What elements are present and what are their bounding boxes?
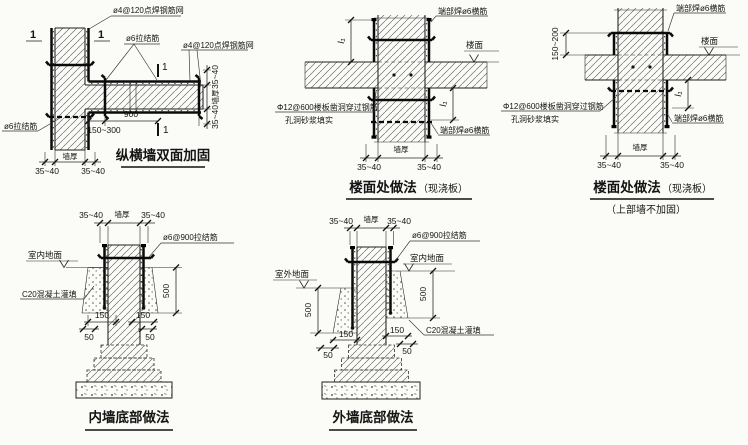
label-end-weld-bar: 端部焊ø6横筋 bbox=[438, 6, 487, 16]
title-floor-noupper: 楼面处做法 bbox=[593, 179, 661, 195]
dim-wall-thickness: 墙厚 bbox=[633, 142, 648, 152]
exterior-base-500-dims: 500 500 bbox=[303, 267, 440, 337]
interior-base-500-dim: 500 bbox=[152, 263, 182, 317]
dim-35-40: 35~40 bbox=[210, 105, 220, 129]
dim-150-200: 150~200 bbox=[550, 27, 560, 61]
dim-35-40: 35~40 bbox=[357, 162, 381, 172]
interior-base-top-dims: 35~40 墙厚 35~40 bbox=[79, 209, 165, 245]
dim-35-40: 35~40 bbox=[329, 216, 353, 226]
dim-35-40: 35~40 bbox=[79, 210, 103, 220]
dim-500: 500 bbox=[161, 284, 171, 298]
title-floor-noupper-paren: （现浇板） bbox=[662, 182, 712, 195]
section-mark-1: 1 bbox=[163, 125, 169, 136]
dim-35-40: 35~40 bbox=[35, 166, 59, 176]
dim-50: 50 bbox=[145, 332, 155, 342]
level-symbol-icon bbox=[704, 47, 714, 56]
label-indoor-ground: 室内地面 bbox=[410, 253, 445, 263]
label-tie-bar: ø6拉结筋 bbox=[4, 121, 37, 131]
dim-50: 50 bbox=[402, 346, 412, 356]
section-mark-1: 1 bbox=[162, 62, 168, 73]
dim-50: 50 bbox=[84, 332, 94, 342]
label-tie-bar: ø6拉结筋 bbox=[126, 33, 159, 43]
label-tie-900: ø6@900拉结筋 bbox=[412, 230, 467, 240]
dim-wall-thickness: 墙厚 bbox=[210, 89, 220, 104]
subtitle-floor-noupper: （上部墙不加固） bbox=[606, 203, 686, 216]
title-floor-cast-paren: （现浇板） bbox=[418, 182, 468, 195]
dim-35-40: 35~40 bbox=[660, 160, 684, 170]
label-end-weld-bar: 端部焊ø6横筋 bbox=[440, 125, 489, 135]
plan-dimensions: 900 150~300 35~40 墙厚 35~40 墙厚 35~40 35~4… bbox=[35, 65, 220, 176]
dim-500: 500 bbox=[418, 287, 428, 301]
section-mark-1: 1 bbox=[30, 29, 36, 41]
section-mark-1: 1 bbox=[98, 29, 104, 41]
label-floor-level: 楼面 bbox=[701, 36, 719, 46]
label-end-weld-bar: 端部焊ø6横筋 bbox=[676, 3, 725, 13]
label-welded-mesh: ø4@120点焊钢筋网 bbox=[113, 5, 184, 15]
dim-wall-thickness: 墙厚 bbox=[364, 214, 379, 224]
dim-l1: l₁ bbox=[336, 38, 347, 43]
label-c20-fill: C20混凝土灌填 bbox=[426, 325, 481, 335]
dim-wall-thickness: 墙厚 bbox=[115, 209, 130, 219]
label-hole-mortar: 孔洞砂浆填实 bbox=[285, 115, 333, 125]
dim-wall-thickness: 墙厚 bbox=[63, 151, 78, 161]
dim-150-300: 150~300 bbox=[87, 125, 121, 135]
dim-900: 900 bbox=[124, 109, 138, 119]
label-welded-mesh: ø4@120点焊钢筋网 bbox=[183, 40, 254, 50]
dim-150: 150 bbox=[136, 310, 150, 320]
label-end-weld-bar: 端部焊ø6横筋 bbox=[674, 113, 723, 123]
dim-50: 50 bbox=[323, 350, 333, 360]
dim-wall-thickness: 墙厚 bbox=[394, 144, 409, 154]
label-hole-mortar: 孔洞砂浆填实 bbox=[511, 114, 559, 124]
dim-35-40: 35~40 bbox=[210, 65, 220, 89]
dim-150: 150 bbox=[95, 310, 109, 320]
title-interior-base: 内墙底部做法 bbox=[89, 409, 170, 425]
floor-noupper-detail-drawing: 150~200 l₁ 墙厚 35~40 35~40 楼面 端部焊ø6横筋 Φ12… bbox=[501, 3, 740, 216]
floor-noupper-dimensions: 150~200 l₁ 墙厚 35~40 35~40 bbox=[550, 27, 694, 170]
label-floor-level: 楼面 bbox=[466, 40, 484, 50]
plan-detail-drawing: 1 1 1 1 ø4@120点焊钢筋网 ø6拉结筋 ø4@120点焊钢筋网 ø6… bbox=[2, 5, 254, 176]
dim-l1: l₁ bbox=[673, 91, 684, 96]
label-indoor-ground: 室内地面 bbox=[28, 250, 63, 260]
title-exterior-base: 外墙底部做法 bbox=[333, 409, 414, 425]
label-c20-fill: C20混凝土灌填 bbox=[22, 289, 77, 299]
interior-base-detail-drawing: 35~40 墙厚 35~40 室内地面 500 ø6@900拉结筋 C20混凝土… bbox=[20, 209, 234, 431]
label-slab-hole-bar: Φ12@600楼板凿洞穿过钢筋 bbox=[503, 101, 604, 111]
dim-35-40: 35~40 bbox=[387, 216, 411, 226]
dim-150: 150 bbox=[339, 329, 353, 339]
exterior-base-detail-drawing: 35~40 墙厚 35~40 室外地面 室内地面 500 500 bbox=[273, 214, 494, 431]
label-outdoor-ground: 室外地面 bbox=[275, 269, 310, 279]
interior-base-bottom-dims: 150 150 50 50 bbox=[79, 310, 158, 342]
label-tie-900: ø6@900拉结筋 bbox=[163, 232, 218, 242]
title-floor-cast: 楼面处做法 bbox=[349, 179, 417, 195]
level-symbol-icon bbox=[469, 54, 479, 63]
dim-35-40: 35~40 bbox=[597, 160, 621, 170]
floor-cast-detail-drawing: l₁ l₁ 墙厚 35~40 35~40 楼面 端部焊ø6横筋 端部焊ø6横筋 … bbox=[275, 6, 499, 200]
dim-35-40: 35~40 bbox=[141, 210, 165, 220]
label-slab-hole-bar: Φ12@600楼板凿洞穿过钢筋 bbox=[277, 102, 378, 112]
dim-l1: l₁ bbox=[438, 101, 449, 106]
floor-cast-dimensions: l₁ l₁ 墙厚 35~40 35~40 bbox=[336, 16, 459, 172]
exterior-base-bottom-dims: 150 150 50 50 bbox=[316, 325, 418, 360]
level-symbol-icon bbox=[404, 263, 414, 272]
level-symbol-icon bbox=[299, 280, 309, 289]
dim-150: 150 bbox=[390, 325, 404, 335]
exterior-base-top-dims: 35~40 墙厚 35~40 bbox=[329, 214, 411, 247]
title-plan-detail: 纵横墙双面加固 bbox=[116, 147, 211, 163]
dim-35-40: 35~40 bbox=[417, 162, 441, 172]
dim-500: 500 bbox=[303, 303, 313, 317]
dim-35-40: 35~40 bbox=[81, 166, 105, 176]
